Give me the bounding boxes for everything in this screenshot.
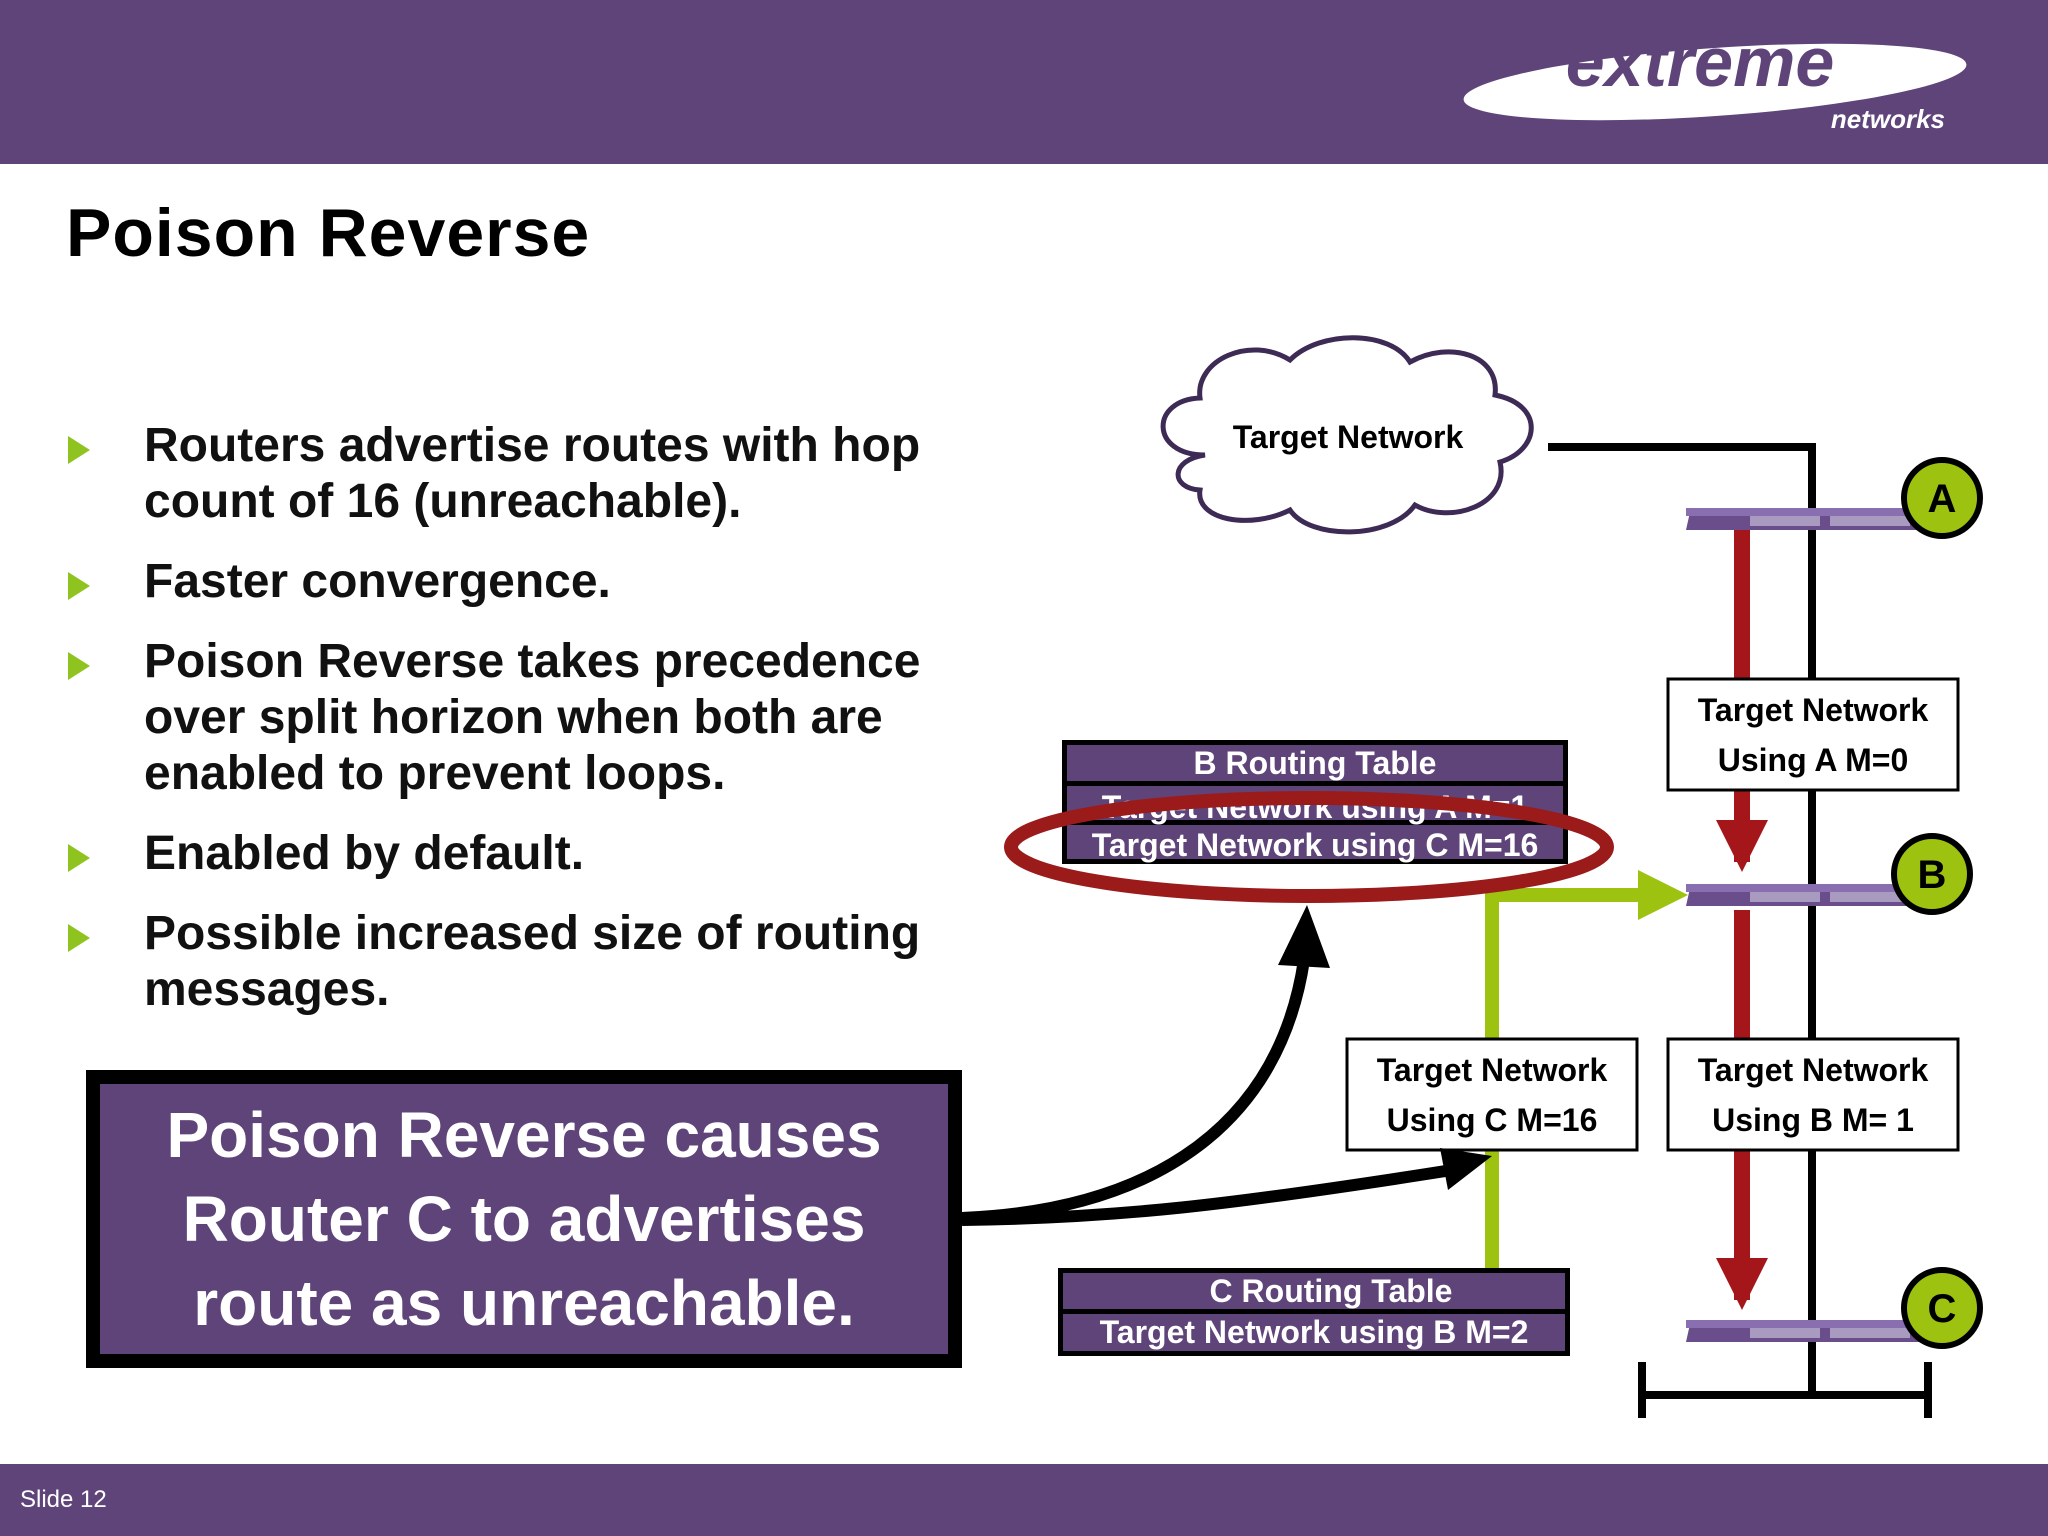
extreme-networks-logo: extreme networks [1460, 23, 1980, 144]
c-table-row: Target Network using B M=2 [1100, 1314, 1529, 1350]
router-a-label: A [1928, 477, 1957, 521]
router-b [1686, 884, 1930, 906]
curved-arrowhead-to-c-box [1440, 1148, 1492, 1190]
bullet-item: Enabled by default. [64, 826, 1004, 882]
router-b-badge: B [1891, 833, 1973, 915]
c-table-title: C Routing Table [1210, 1273, 1453, 1309]
logo-sub-text: networks [1831, 104, 1945, 134]
router-b-label: B [1918, 853, 1947, 897]
backbone-line [1548, 443, 1816, 1395]
bullet-item: Possible increased size of routing messa… [64, 906, 1004, 1018]
bullet-text: Possible increased size of routing messa… [144, 907, 921, 1016]
update-line: Target Network [1698, 1052, 1929, 1088]
bullet-arrow-icon [68, 652, 90, 680]
update-box-a-to-b: Target Network Using A M=0 [1666, 677, 1960, 792]
bullet-item: Poison Reverse takes precedence over spl… [64, 634, 1004, 802]
router-c [1686, 1320, 1930, 1342]
highlight-ellipse [1004, 791, 1614, 903]
curved-arrowhead-to-b-table [1278, 905, 1330, 968]
router-c-label: C [1928, 1287, 1957, 1331]
curved-arrow-to-b-table [961, 959, 1310, 1224]
update-line: Target Network [1698, 692, 1929, 728]
callout-inner: Poison Reverse causes Router C to advert… [100, 1084, 948, 1354]
update-line: Using B M= 1 [1712, 1102, 1914, 1138]
bullet-item: Faster convergence. [64, 554, 1004, 610]
router-c-badge: C [1901, 1267, 1983, 1349]
bullet-list: Routers advertise routes with hop count … [64, 418, 1004, 1042]
cloud-label: Target Network [1233, 419, 1464, 455]
c-routing-table: C Routing Table Target Network using B M… [1058, 1268, 1570, 1356]
bullet-arrow-icon [68, 572, 90, 600]
bullet-text: Poison Reverse takes precedence over spl… [144, 635, 921, 800]
router-a [1686, 508, 1930, 530]
bullet-arrow-icon [68, 436, 90, 464]
bullet-item: Routers advertise routes with hop count … [64, 418, 1004, 530]
callout-text: Poison Reverse causes Router C to advert… [166, 1099, 882, 1339]
footer-band: Slide 12 [0, 1464, 2048, 1536]
segment-bracket [1638, 1362, 1932, 1418]
update-line: Target Network [1377, 1052, 1608, 1088]
bullet-text: Faster convergence. [144, 555, 611, 608]
callout-box: Poison Reverse causes Router C to advert… [86, 1070, 962, 1368]
bullet-text: Enabled by default. [144, 827, 585, 880]
update-line: Using A M=0 [1718, 742, 1909, 778]
slide-number: Slide 12 [20, 1486, 107, 1513]
bullet-arrow-icon [68, 924, 90, 952]
bullet-text: Routers advertise routes with hop count … [144, 419, 921, 528]
router-a-badge: A [1901, 457, 1983, 539]
update-box-c-to-b: Target Network Using C M=16 [1345, 1037, 1639, 1152]
logo-main-text: extreme [1566, 24, 1835, 101]
bullet-arrow-icon [68, 844, 90, 872]
curved-arrow-to-c-box [961, 1164, 1453, 1226]
b-table-row: Target Network using C M=16 [1092, 827, 1539, 863]
update-line: Using C M=16 [1387, 1102, 1598, 1138]
header-band: extreme networks [0, 0, 2048, 164]
red-arrowhead-b-c [1716, 1258, 1768, 1310]
target-network-cloud: Target Network [1160, 335, 1534, 535]
slide-title: Poison Reverse [66, 195, 591, 271]
update-box-b-to-c: Target Network Using B M= 1 [1666, 1037, 1960, 1152]
green-arrowhead [1638, 870, 1688, 920]
red-arrowhead-a-b [1716, 820, 1768, 872]
b-table-title: B Routing Table [1194, 745, 1437, 781]
